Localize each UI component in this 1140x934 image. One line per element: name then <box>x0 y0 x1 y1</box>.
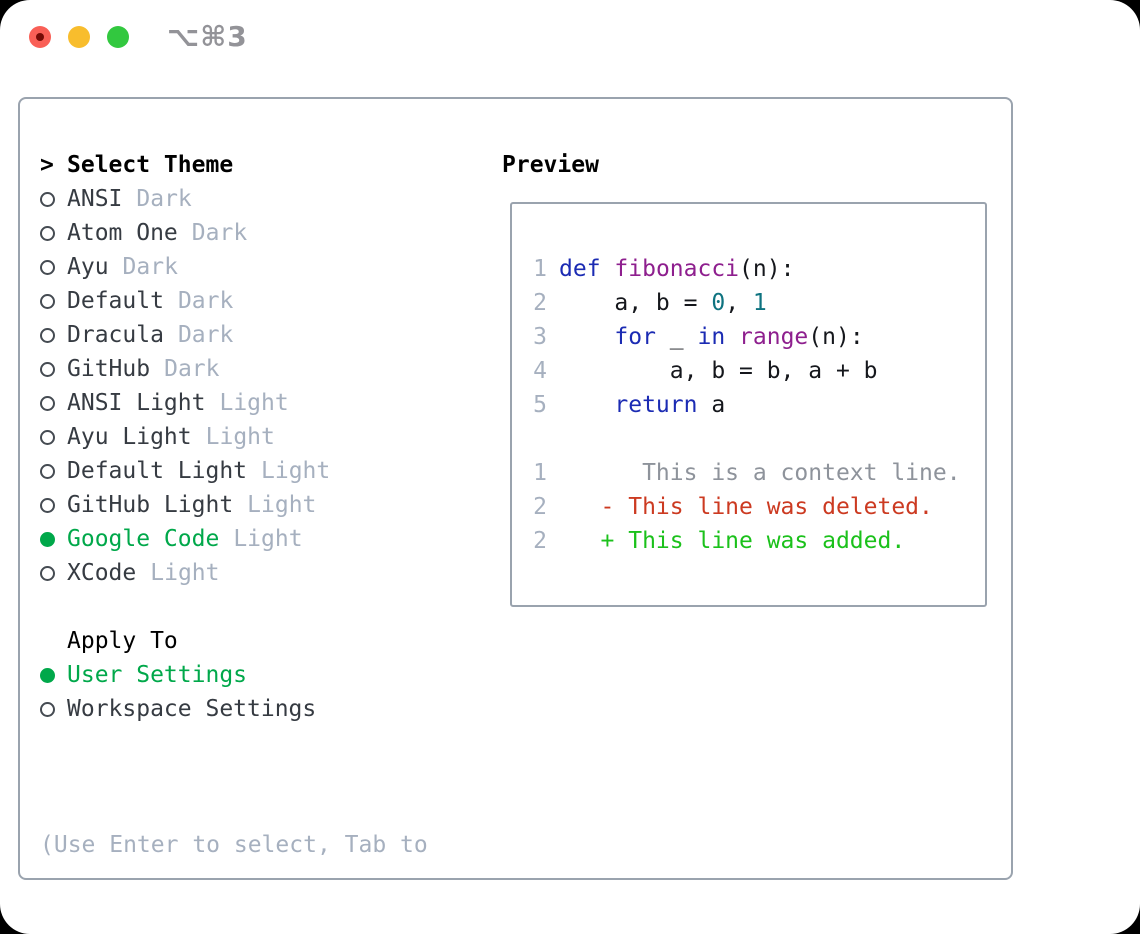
apply-option-label: User Settings <box>67 662 248 688</box>
theme-option-atom-one-dark[interactable]: Atom One Dark <box>40 216 428 250</box>
code-text: for _ in range(n): <box>614 324 864 350</box>
diff-text: This is a context line. <box>559 460 961 486</box>
radio-unselected-icon <box>40 225 67 241</box>
theme-list: > Select Theme ANSI Dark Atom One Dark A… <box>40 148 428 934</box>
radio-unselected-icon <box>40 497 67 513</box>
theme-name: Google Code <box>67 526 220 552</box>
theme-variant: Light <box>219 390 289 416</box>
zoom-button[interactable] <box>107 26 129 48</box>
theme-variant: Dark <box>177 322 234 348</box>
radio-unselected-icon <box>40 429 67 445</box>
minimize-button[interactable] <box>68 26 90 48</box>
line-number: 1 <box>533 460 547 486</box>
theme-name: GitHub Light <box>67 492 234 518</box>
code-text: a, b = b, a + b <box>559 358 878 384</box>
spacer <box>40 726 428 760</box>
theme-option-xcode[interactable]: XCode Light <box>40 556 428 590</box>
hint-line: change focus) <box>40 930 428 934</box>
code-text: return a <box>614 392 726 418</box>
theme-name: Ayu <box>67 254 109 280</box>
preview-code: 1 def fibonacci(n): 2 a, b = 0, 1 3 for … <box>512 252 985 558</box>
theme-variant: Dark <box>122 254 178 280</box>
theme-variant: Dark <box>191 220 248 246</box>
radio-unselected-icon <box>40 293 67 309</box>
theme-variant: Light <box>205 424 275 450</box>
preview-header: Preview <box>502 152 599 178</box>
apply-option-user-settings[interactable]: User Settings <box>40 658 428 692</box>
code-line: 3 for _ in range(n): <box>512 320 985 354</box>
theme-variant: Light <box>233 526 303 552</box>
code-text: def fibonacci(n): <box>559 256 795 282</box>
theme-name: Atom One <box>67 220 178 246</box>
radio-unselected-icon <box>40 259 67 275</box>
theme-variant: Light <box>150 560 220 586</box>
select-theme-title: Select Theme <box>67 152 234 178</box>
theme-variant: Dark <box>177 288 234 314</box>
code-line: 1 def fibonacci(n): <box>512 252 985 286</box>
code-line: 4 a, b = b, a + b <box>512 354 985 388</box>
code-line: 2 a, b = 0, 1 <box>512 286 985 320</box>
radio-unselected-icon <box>40 395 67 411</box>
spacer <box>40 590 428 624</box>
preview-pane: 1 def fibonacci(n): 2 a, b = 0, 1 3 for … <box>510 202 987 607</box>
code-line: 5 return a <box>512 388 985 422</box>
radio-selected-icon <box>40 667 67 683</box>
line-number: 3 <box>533 324 547 350</box>
theme-option-ansi-dark[interactable]: ANSI Dark <box>40 182 428 216</box>
line-number: 2 <box>533 494 547 520</box>
theme-variant: Light <box>247 492 317 518</box>
theme-name: GitHub <box>67 356 151 382</box>
theme-name: XCode <box>67 560 137 586</box>
radio-selected-icon <box>40 531 67 547</box>
radio-unselected-icon <box>40 327 67 343</box>
theme-name: ANSI <box>67 186 123 212</box>
theme-variant: Light <box>261 458 331 484</box>
line-number: 1 <box>533 256 547 282</box>
line-number: 2 <box>533 528 547 554</box>
apply-to-header: Apply To <box>40 624 428 658</box>
focus-caret-icon: > <box>40 152 54 178</box>
radio-unselected-icon <box>40 191 67 207</box>
theme-option-ayu-dark[interactable]: Ayu Dark <box>40 250 428 284</box>
theme-option-google-code[interactable]: Google Code Light <box>40 522 428 556</box>
theme-selector-panel: > Select Theme ANSI Dark Atom One Dark A… <box>18 97 1013 880</box>
line-number: 2 <box>533 290 547 316</box>
theme-option-github-dark[interactable]: GitHub Dark <box>40 352 428 386</box>
apply-to-title: Apply To <box>67 628 178 654</box>
theme-option-dracula-dark[interactable]: Dracula Dark <box>40 318 428 352</box>
line-number: 4 <box>533 358 547 384</box>
theme-option-default-dark[interactable]: Default Dark <box>40 284 428 318</box>
theme-name: ANSI Light <box>67 390 206 416</box>
theme-name: Default Light <box>67 458 248 484</box>
titlebar: ⌥⌘3 <box>0 0 1140 76</box>
diff-text: + This line was added. <box>559 528 906 554</box>
code-text: a, b = 0, 1 <box>559 290 767 316</box>
select-theme-header: > Select Theme <box>40 148 428 182</box>
spacer <box>512 422 985 456</box>
theme-option-github-light[interactable]: GitHub Light Light <box>40 488 428 522</box>
theme-name: Ayu Light <box>67 424 192 450</box>
close-button[interactable] <box>29 26 51 48</box>
theme-option-default-light[interactable]: Default Light Light <box>40 454 428 488</box>
theme-option-ansi-light[interactable]: ANSI Light Light <box>40 386 428 420</box>
radio-unselected-icon <box>40 701 67 717</box>
theme-option-ayu-light[interactable]: Ayu Light Light <box>40 420 428 454</box>
theme-name: Dracula <box>67 322 164 348</box>
hint-line: (Use Enter to select, Tab to <box>40 832 428 858</box>
radio-unselected-icon <box>40 463 67 479</box>
diff-added-line: 2 + This line was added. <box>512 524 985 558</box>
radio-unselected-icon <box>40 361 67 377</box>
theme-variant: Dark <box>164 356 220 382</box>
diff-text: - This line was deleted. <box>559 494 933 520</box>
apply-option-workspace-settings[interactable]: Workspace Settings <box>40 692 428 726</box>
theme-name: Default <box>67 288 164 314</box>
window-shortcut-label: ⌥⌘3 <box>167 20 248 53</box>
diff-deleted-line: 2 - This line was deleted. <box>512 490 985 524</box>
apply-option-label: Workspace Settings <box>67 696 317 722</box>
radio-unselected-icon <box>40 565 67 581</box>
theme-variant: Dark <box>136 186 192 212</box>
hint-text: (Use Enter to select, Tab to change focu… <box>40 760 428 934</box>
diff-context-line: 1 This is a context line. <box>512 456 985 490</box>
line-number: 5 <box>533 392 547 418</box>
